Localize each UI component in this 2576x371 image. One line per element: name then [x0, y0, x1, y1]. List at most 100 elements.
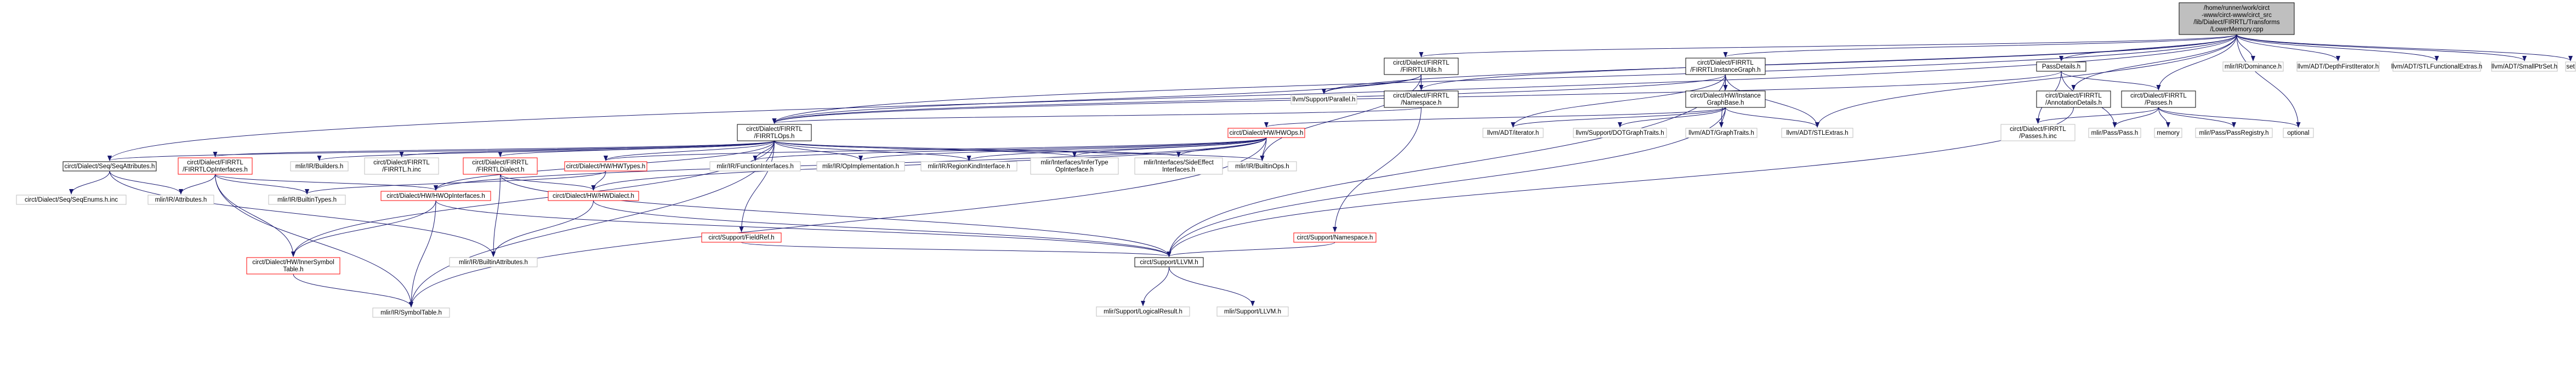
node-box: [16, 195, 127, 205]
edge-hwtypes-to-builtintypes: [305, 170, 606, 195]
node-seqenums[interactable]: circt/Dialect/Seq/SeqEnums.h.inc: [16, 195, 127, 205]
node-memory[interactable]: memory: [2154, 128, 2182, 138]
edge-instgraph-to-llvm_iterator: [1511, 74, 1726, 128]
node-llvm_dfi[interactable]: llvm/ADT/DepthFirstIterator.h: [2296, 61, 2380, 72]
node-label: circt/Support/Namespace.h: [1297, 235, 1373, 241]
node-annodetails[interactable]: circt/Dialect/FIRRTL/AnnotationDetails.h: [2036, 90, 2111, 108]
edge-root-to-firrtlutils: [1419, 34, 2237, 58]
node-mlir_builders[interactable]: mlir/IR/Builders.h: [290, 161, 349, 172]
node-label: mlir/IR/BuiltinAttributes.h: [459, 259, 528, 266]
edge-hwops-to-opimpl: [858, 137, 1267, 161]
node-hwdialect[interactable]: circt/Dialect/HW/HWDialect.h: [548, 191, 639, 201]
node-label: llvm/ADT/GraphTraits.h: [1688, 130, 1754, 136]
node-root[interactable]: /home/runner/work/circt-www/circt-www/ci…: [2179, 2, 2295, 35]
node-label: PassDetails.h: [2042, 64, 2080, 70]
node-label: llvm/Support/Parallel.h: [1292, 96, 1355, 103]
node-box: [737, 124, 812, 141]
node-label: OpInterface.h: [1055, 167, 1094, 173]
node-circtllvm[interactable]: circt/Support/LLVM.h: [1134, 257, 1204, 267]
edge-root-to-passes: [2156, 34, 2237, 90]
node-passdetails[interactable]: PassDetails.h: [2036, 61, 2086, 72]
node-symboltable[interactable]: mlir/IR/SymbolTable.h: [372, 307, 450, 318]
node-hwopinterfaces[interactable]: circt/Dialect/HW/HWOpInterfaces.h: [380, 191, 491, 201]
node-funcinterfaces[interactable]: mlir/IR/FunctionInterfaces.h: [709, 161, 801, 172]
node-llvm_iterator[interactable]: llvm/ADT/iterator.h: [1482, 128, 1544, 138]
node-hwtypes[interactable]: circt/Dialect/HW/HWTypes.h: [564, 161, 647, 172]
node-box: [1290, 94, 1357, 105]
edge-firrtldialect-to-builtinattrs: [491, 174, 501, 257]
node-hwops[interactable]: circt/Dialect/HW/HWOps.h: [1227, 128, 1305, 138]
edge-firrtlops-to-firrtl_inc: [399, 140, 775, 157]
node-label: mlir/Interfaces/InferType: [1040, 159, 1108, 166]
node-llvm_parallel[interactable]: llvm/Support/Parallel.h: [1290, 94, 1357, 105]
edge-hwdialect-to-builtinattrs: [491, 200, 594, 257]
node-box: [246, 257, 340, 275]
node-label: circt/Dialect/HW/HWTypes.h: [566, 163, 645, 170]
node-passes[interactable]: circt/Dialect/FIRRTL/Passes.h: [2121, 90, 2196, 108]
edge-firrtlops-to-regionkind: [774, 140, 971, 161]
node-dotgraph[interactable]: llvm/Support/DOTGraphTraits.h: [1573, 128, 1667, 138]
node-graphtraits[interactable]: llvm/ADT/GraphTraits.h: [1685, 128, 1758, 138]
node-namespace[interactable]: circt/Dialect/FIRRTL/Namespace.h: [1384, 90, 1459, 108]
node-label: circt/Dialect/FIRRTL: [187, 159, 243, 166]
node-label: llvm/Support/DOTGraphTraits.h: [1576, 130, 1664, 136]
edge-seqattrs-to-seqenums: [69, 170, 110, 195]
node-box: [1216, 306, 1289, 317]
edge-opinterfaces-to-attributes: [179, 174, 215, 195]
node-builtinattrs[interactable]: mlir/IR/BuiltinAttributes.h: [449, 257, 538, 267]
node-firrtldialect[interactable]: circt/Dialect/FIRRTL/FIRRTLDialect.h: [463, 157, 538, 175]
node-label: mlir/Support/LogicalResult.h: [1104, 309, 1182, 315]
node-passes_inc[interactable]: circt/Dialect/FIRRTL/Passes.h.inc: [2000, 124, 2075, 141]
node-label: set: [2566, 64, 2575, 70]
node-fieldref[interactable]: circt/Support/FieldRef.h: [701, 232, 782, 243]
node-llvm_smallptrset[interactable]: llvm/ADT/SmallPtrSet.h: [2491, 61, 2558, 72]
node-mlirllvm[interactable]: mlir/Support/LLVM.h: [1216, 306, 1289, 317]
edge-firrtlops-to-hwtypes: [604, 140, 775, 161]
node-label: circt/Dialect/HW/HWOpInterfaces.h: [386, 193, 485, 199]
node-instgraph[interactable]: circt/Dialect/FIRRTL/FIRRTLInstanceGraph…: [1685, 58, 1766, 75]
node-label: circt/Dialect/FIRRTL: [2010, 126, 2066, 133]
node-box: [1227, 128, 1305, 138]
node-box: [1030, 157, 1119, 175]
node-label: mlir/Interfaces/SideEffect: [1144, 159, 1214, 166]
node-stlextras[interactable]: llvm/ADT/STLExtras.h: [1781, 128, 1853, 138]
node-opinterfaces[interactable]: circt/Dialect/FIRRTL/FIRRTLOpInterfaces.…: [178, 157, 253, 175]
node-mlir_pass[interactable]: mlir/Pass/Pass.h: [2088, 128, 2141, 138]
node-supnamespace[interactable]: circt/Support/Namespace.h: [1293, 232, 1377, 243]
node-set[interactable]: set: [2565, 61, 2576, 72]
edge-passes-to-passes_inc: [2035, 107, 2159, 124]
edge-hwops-to-sideeffect: [1176, 137, 1267, 157]
node-opimpl[interactable]: mlir/IR/OpImplementation.h: [816, 161, 905, 172]
node-box: [1096, 306, 1190, 317]
node-attributes[interactable]: mlir/IR/Attributes.h: [147, 195, 214, 205]
node-builtinops[interactable]: mlir/IR/BuiltinOps.h: [1227, 161, 1297, 172]
node-optional[interactable]: optional: [2283, 128, 2314, 138]
node-label: llvm/ADT/iterator.h: [1487, 130, 1539, 136]
node-box: [564, 161, 647, 172]
node-box: [449, 257, 538, 267]
node-label: /lib/Dialect/FIRRTL/Transforms: [2193, 19, 2279, 26]
node-box: [268, 195, 346, 205]
node-label: mlir/Pass/PassRegistry.h: [2199, 130, 2269, 136]
node-label: llvm/ADT/SmallPtrSet.h: [2492, 64, 2557, 70]
edge-hwopinterfaces-to-circtllvm: [435, 200, 1172, 257]
node-box: [2179, 2, 2295, 35]
node-firrtlutils[interactable]: circt/Dialect/FIRRTL/FIRRTLUtils.h: [1384, 58, 1459, 75]
node-firrtl_inc[interactable]: circt/Dialect/FIRRTL/FIRRTL.h.inc: [364, 157, 439, 175]
node-regionkind[interactable]: mlir/IR/RegionKindInterface.h: [920, 161, 1017, 172]
node-mlir_dominance[interactable]: mlir/IR/Dominance.h: [2222, 61, 2284, 72]
node-logicalresult[interactable]: mlir/Support/LogicalResult.h: [1096, 306, 1190, 317]
node-seqattrs[interactable]: circt/Dialect/Seq/SeqAttributes.h: [62, 161, 157, 172]
node-llvm_stlfunc[interactable]: llvm/ADT/STLFunctionalExtras.h: [2391, 61, 2482, 72]
node-passregistry[interactable]: mlir/Pass/PassRegistry.h: [2195, 128, 2273, 138]
node-label: /LowerMemory.cpp: [2210, 26, 2264, 33]
node-box: [548, 191, 639, 201]
node-label: /Passes.h.inc: [2019, 133, 2057, 140]
node-builtintypes[interactable]: mlir/IR/BuiltinTypes.h: [268, 195, 346, 205]
edge-firrtlops-to-opimpl: [774, 140, 863, 161]
node-firrtlops[interactable]: circt/Dialect/FIRRTL/FIRRTLOps.h: [737, 124, 812, 141]
